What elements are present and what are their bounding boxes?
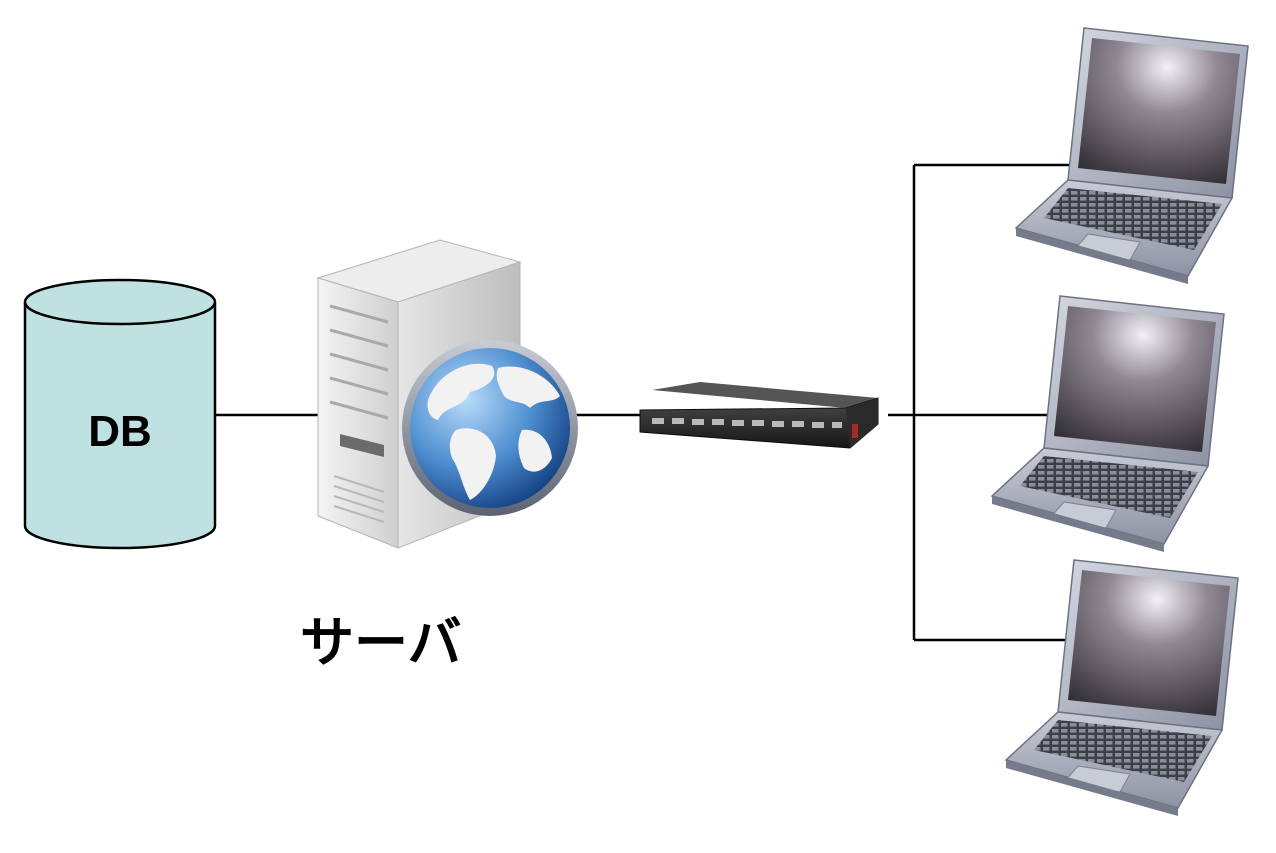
laptop-icon [990,295,1225,552]
db-label: DB [88,407,152,456]
server-tower-with-globe-icon [316,239,578,549]
switch-ports [652,418,842,428]
vent-lines [333,475,385,523]
database-cylinder-icon: DB [23,278,217,550]
laptop-icon [1014,27,1249,284]
server-caption: サーバ [300,611,462,674]
network-switch-icon [639,382,879,449]
laptop-icon [1004,559,1239,816]
connection-lines [215,163,1082,642]
globe-icon [402,340,578,516]
drive-bays [329,304,389,420]
